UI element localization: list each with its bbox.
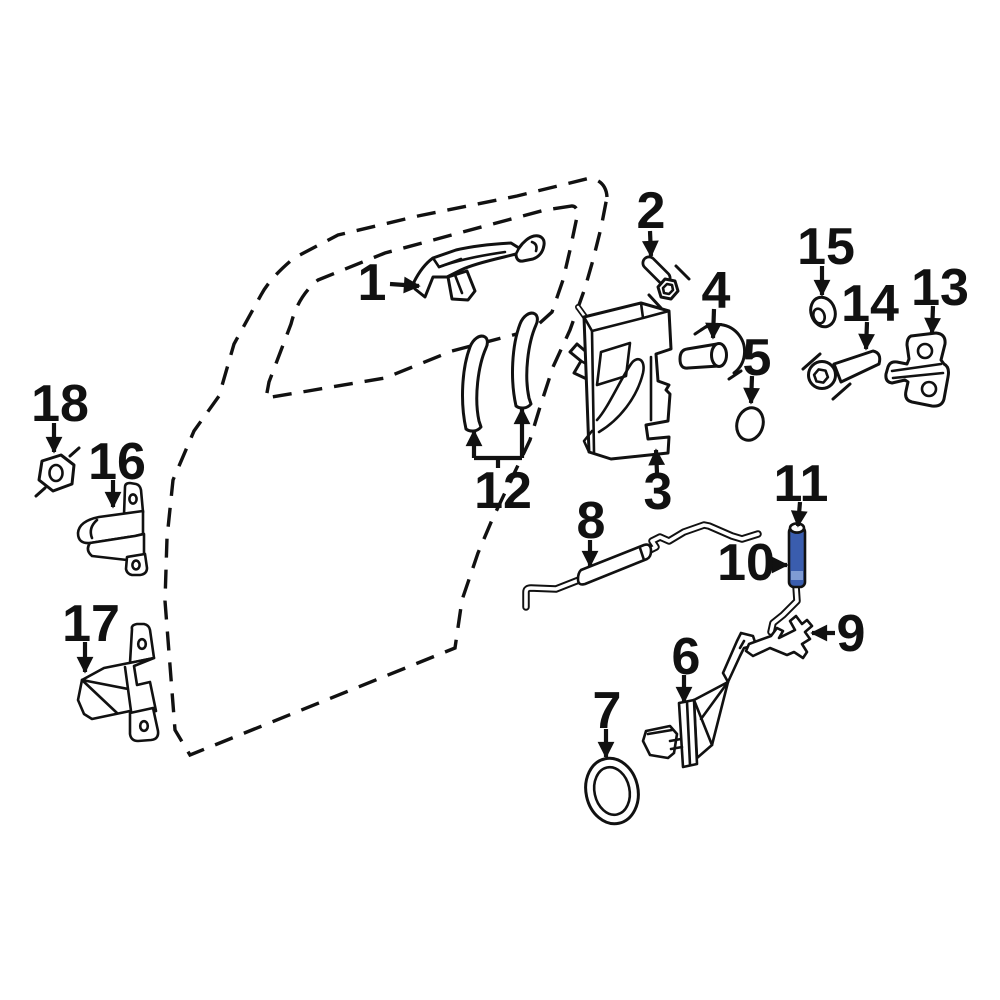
callout-3-label: 3	[644, 463, 673, 521]
callout-13-arrow	[924, 305, 941, 335]
part-17-lower-hinge	[76, 622, 160, 743]
callout-3: 3	[644, 448, 673, 521]
callout-7: 7	[593, 682, 622, 759]
callout-18-label: 18	[31, 375, 89, 433]
part-9-rod-retainer	[744, 614, 814, 660]
callout-16: 16	[88, 433, 146, 509]
callout-10-label: 10	[717, 534, 775, 592]
part-7-seal-ring	[584, 756, 640, 826]
callout-1-arrow	[389, 276, 421, 294]
callout-10: 10	[717, 534, 789, 592]
screw-hex-head	[656, 277, 680, 301]
callout-6-label: 6	[672, 628, 701, 686]
window-channel-right	[511, 311, 539, 410]
door-outer-outline	[163, 176, 609, 758]
callout-16-label: 16	[88, 433, 146, 491]
callout-1-label: 1	[358, 254, 387, 312]
callout-2: 2	[637, 182, 666, 258]
part-4-bushing	[678, 322, 747, 381]
callout-15-label: 15	[797, 218, 855, 276]
callout-11: 11	[774, 455, 829, 528]
callout-2-label: 2	[637, 182, 666, 240]
part-2-screw	[641, 255, 691, 310]
callout-5-label: 5	[743, 329, 772, 387]
callout-4-label: 4	[702, 262, 731, 320]
callout-13-label: 13	[911, 259, 969, 317]
callout-14-label: 14	[841, 275, 899, 333]
part-5-grommet	[735, 406, 765, 442]
part-3-door-latch	[568, 301, 673, 461]
part-1-exterior-handle	[412, 234, 546, 302]
bolt-head	[807, 360, 837, 390]
window-channel-left	[461, 334, 489, 433]
callout-14: 14	[841, 275, 899, 351]
part-10-lock-rod-vertical	[744, 522, 814, 660]
callout-2-arrow	[642, 230, 659, 258]
callout-5-arrow	[743, 375, 760, 405]
callout-4: 4	[702, 262, 731, 340]
part-8-lock-rod	[522, 521, 762, 611]
part-13-striker	[884, 331, 950, 408]
part-14-bolt	[801, 349, 882, 401]
callout-8: 8	[577, 492, 606, 568]
door-window-outline	[263, 204, 580, 401]
callout-1: 1	[358, 254, 421, 312]
callout-17: 17	[62, 595, 120, 674]
callout-4-arrow	[705, 308, 722, 340]
part-11-clip-band	[791, 571, 803, 580]
callout-11-arrow	[790, 501, 808, 528]
callout-8-label: 8	[577, 492, 606, 550]
callout-12-label: 12	[474, 462, 532, 520]
callout-14-arrow	[858, 321, 875, 351]
callout-17-label: 17	[62, 595, 120, 653]
callout-6: 6	[672, 628, 701, 704]
part-15-grommet	[809, 295, 837, 329]
callout-15: 15	[797, 218, 855, 297]
part-16-upper-hinge	[76, 481, 149, 577]
callout-13: 13	[911, 259, 969, 335]
callout-9-label: 9	[837, 605, 866, 663]
callout-9: 9	[810, 605, 866, 663]
rod-sleeve	[576, 543, 653, 586]
door-panel-outline	[163, 176, 609, 758]
part-12-window-channels	[461, 311, 539, 433]
callout-3-arrow	[648, 448, 666, 474]
part-18-nut	[34, 446, 81, 498]
callout-18: 18	[31, 375, 89, 454]
callout-12: 12	[465, 407, 532, 520]
callout-5: 5	[743, 329, 772, 405]
callout-7-label: 7	[593, 682, 622, 740]
bracket-top-blade	[721, 631, 758, 684]
callout-11-label: 11	[774, 455, 829, 513]
